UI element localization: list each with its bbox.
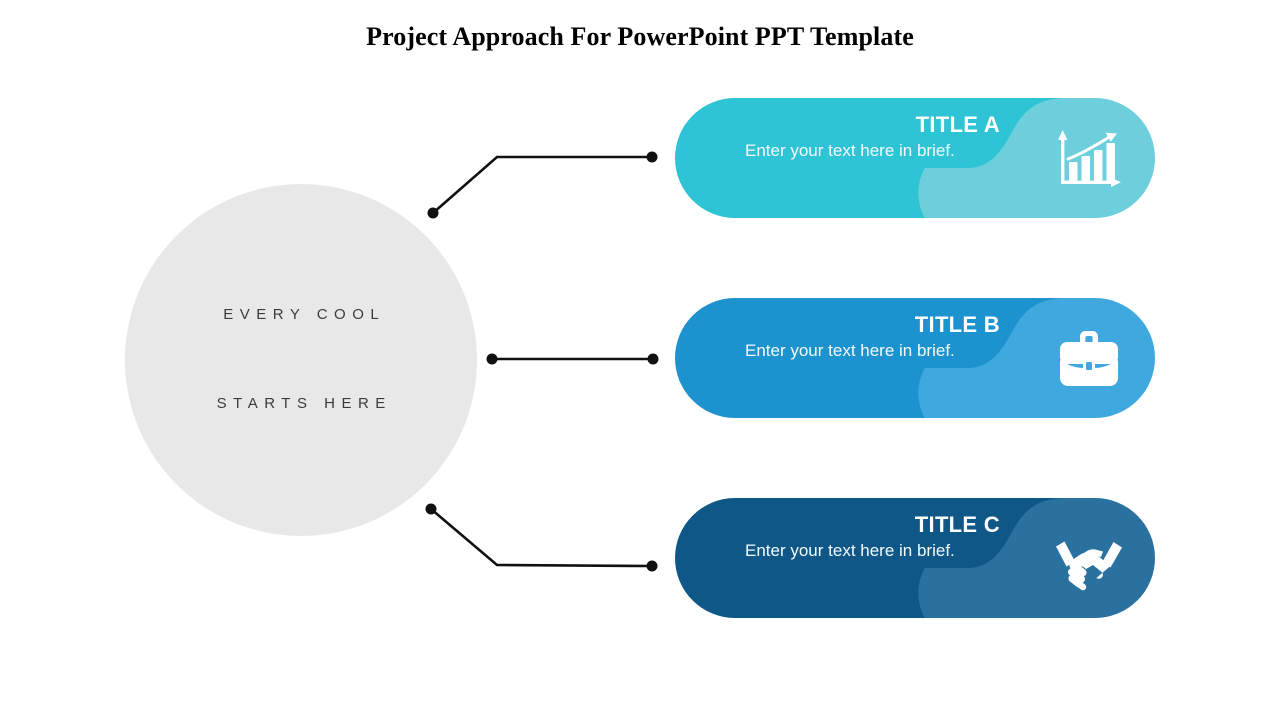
card-c-shape — [675, 498, 1155, 618]
hub-circle: EVERY COOL STARTS HERE — [125, 184, 477, 536]
card-c-title: TITLE C — [914, 512, 1000, 537]
card-title-a[interactable]: TITLE A Enter your text here in brief. — [675, 98, 1155, 218]
connector-bottom-dot-end — [646, 560, 658, 572]
connector-bottom — [425, 503, 658, 572]
card-title-b[interactable]: TITLE B Enter your text here in brief. — [675, 298, 1155, 418]
page-title: Project Approach For PowerPoint PPT Temp… — [366, 22, 914, 51]
card-a-body: Enter your text here in brief. — [745, 141, 955, 160]
hub-text-line-2: STARTS HERE — [216, 395, 392, 412]
connector-middle-dot-end — [647, 353, 659, 365]
briefcase-icon — [1053, 326, 1125, 392]
card-b-text-block: TITLE B Enter your text here in brief. — [675, 298, 1155, 418]
card-a-title: TITLE A — [915, 112, 1000, 137]
card-c-body: Enter your text here in brief. — [745, 541, 955, 560]
card-title-c[interactable]: TITLE C Enter your text here in brief. — [675, 498, 1155, 618]
connector-top — [427, 151, 658, 219]
connector-top-dot-start — [427, 207, 439, 219]
card-c-overlay — [918, 498, 1155, 618]
handshake-icon — [1053, 526, 1125, 592]
card-b-body: Enter your text here in brief. — [745, 341, 955, 360]
connector-middle — [486, 353, 659, 365]
card-a-text-block: TITLE A Enter your text here in brief. — [675, 98, 1155, 218]
card-c-text-block: TITLE C Enter your text here in brief. — [675, 498, 1155, 618]
card-b-shape — [675, 298, 1155, 418]
connector-top-dot-end — [646, 151, 658, 163]
connector-bottom-dot-start — [425, 503, 437, 515]
hub-text-line-1: EVERY COOL — [223, 306, 386, 323]
card-b-overlay — [918, 298, 1155, 418]
card-b-title: TITLE B — [914, 312, 1000, 337]
bar-chart-growth-icon — [1053, 126, 1125, 192]
card-a-overlay — [918, 98, 1155, 218]
connector-middle-dot-start — [486, 353, 498, 365]
card-a-shape — [675, 98, 1155, 218]
